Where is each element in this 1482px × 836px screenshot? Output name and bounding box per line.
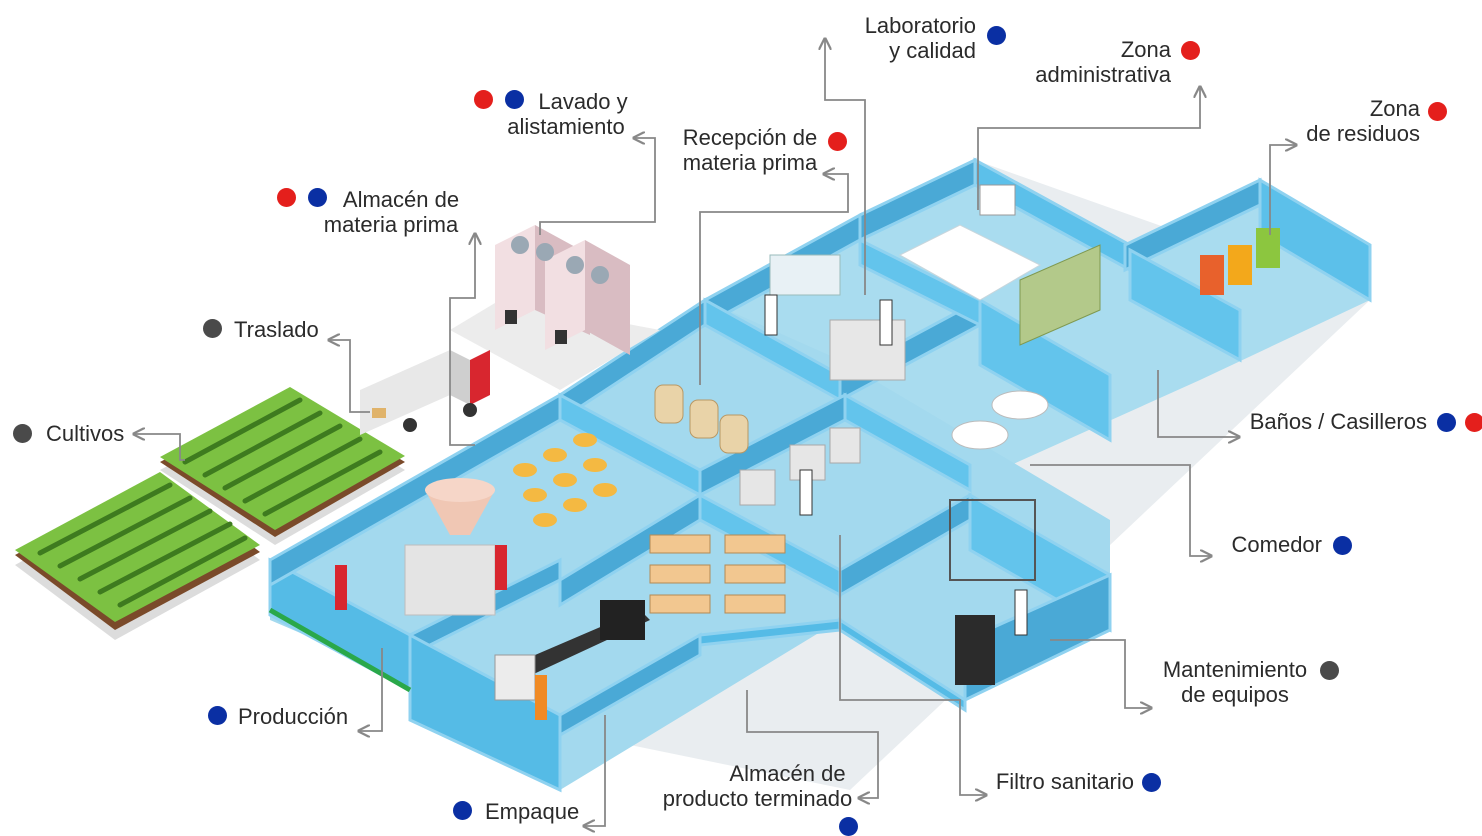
dot-traslado-gray (203, 319, 222, 338)
dot-produccion-blue (208, 706, 227, 725)
dot-banos-red (1465, 413, 1482, 432)
label-almacen-mp: Almacén de materia prima (323, 187, 460, 237)
dot-laboratorio-blue (987, 26, 1006, 45)
crop-fields (15, 387, 405, 640)
label-mantenimiento: Mantenimiento de equipos (1162, 657, 1308, 707)
label-filtro: Filtro sanitario (995, 769, 1134, 794)
dot-cultivos-gray (13, 424, 32, 443)
dot-almacen-mp-red (277, 188, 296, 207)
dot-mantenimiento-gray (1320, 661, 1339, 680)
dot-lavado-blue (505, 90, 524, 109)
label-traslado: Traslado (234, 317, 319, 342)
leader-laboratorio (825, 40, 866, 295)
label-almacen-pt: Almacén de producto terminado (662, 761, 853, 811)
label-recepcion: Recepción de materia prima (682, 125, 818, 175)
leader-cultivos (135, 434, 185, 461)
leader-lavado (539, 138, 656, 235)
label-comedor: Comedor (1231, 532, 1322, 557)
dot-zona-residuos-red (1428, 102, 1447, 121)
label-empaque: Empaque (485, 799, 580, 824)
truck (360, 350, 490, 435)
label-lavado: Lavado y alistamiento (507, 89, 628, 139)
dot-recepcion-red (828, 132, 847, 151)
dot-empaque-blue (453, 801, 472, 820)
leader-empaque (585, 715, 606, 826)
leader-lines (135, 40, 1295, 826)
label-banos: Baños / Casilleros (1249, 409, 1427, 434)
label-zona-residuos: Zona de residuos (1306, 96, 1420, 146)
leader-mantenimiento (1050, 639, 1150, 708)
dot-almacen-mp-blue (308, 188, 327, 207)
dot-lavado-red (474, 90, 493, 109)
dot-almacen-pt-blue (839, 817, 858, 836)
label-produccion: Producción (238, 704, 349, 729)
dot-filtro-blue (1142, 773, 1161, 792)
leader-almacen-pt (746, 690, 879, 798)
leader-comedor (1030, 464, 1210, 556)
dot-banos-blue (1437, 413, 1456, 432)
leader-filtro (839, 535, 985, 795)
leader-produccion (360, 648, 383, 731)
label-laboratorio: Laboratorio y calidad (864, 13, 976, 63)
label-zona-administrativa: Zona administrativa (1035, 37, 1171, 87)
label-cultivos: Cultivos (46, 421, 125, 446)
leader-recepcion (699, 174, 849, 385)
dot-zona-admin-red (1181, 41, 1200, 60)
leader-almacen-mp (449, 235, 475, 446)
leader-banos (1157, 370, 1238, 437)
leader-traslado (330, 340, 370, 413)
interior-props (335, 184, 1280, 720)
leader-zona-admin (977, 88, 1200, 210)
raw-material-warehouse-building (450, 225, 660, 390)
dot-comedor-blue (1333, 536, 1352, 555)
leader-zona-residuos (1269, 145, 1295, 235)
